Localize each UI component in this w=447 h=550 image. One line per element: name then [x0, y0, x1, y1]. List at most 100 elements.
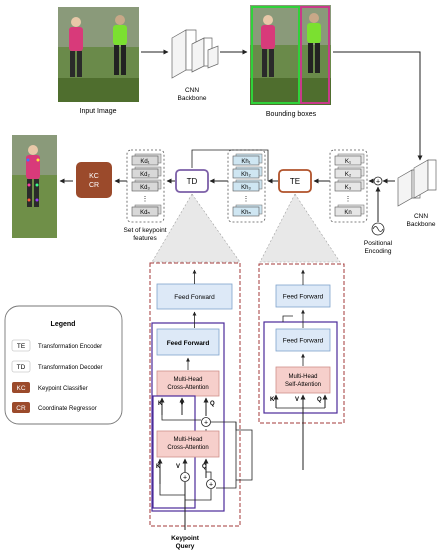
legend-abbr-te: TE: [17, 343, 26, 350]
kc-label: KC: [89, 173, 99, 180]
cnn-backbone-right: [397, 159, 437, 207]
legend-item-td: TD Transformation Decoder: [11, 360, 102, 373]
legend-abbr-kc: KC: [16, 385, 25, 392]
k-token-label: K₁: [345, 159, 351, 165]
decoder-mhca-1: [156, 370, 220, 397]
backbone-right-caption-1: CNN: [414, 213, 428, 220]
kd-token: [131, 206, 159, 217]
line-query-to-sum3: [185, 489, 212, 501]
backbone-top-caption-1: CNN: [185, 87, 199, 94]
decoder-k2: K: [156, 464, 161, 470]
kh-token: [232, 206, 260, 217]
bounding-boxes-image: [250, 5, 331, 105]
k-token: [334, 168, 362, 179]
encoder-v: V: [295, 397, 299, 403]
legend-item-kc: KC Keypoint Classifier: [12, 382, 88, 393]
kh-token-label: Kh₁: [241, 159, 250, 165]
decoder-ff-top-label: Feed Forward: [174, 294, 215, 301]
encoder-mhsa-label-2: Self-Attention: [285, 382, 321, 388]
decoder-q2: Q: [202, 464, 207, 470]
decoder-mhca-2: [156, 430, 220, 458]
decoder-ff-inner: [156, 328, 220, 356]
positional-label-2: Encoding: [364, 248, 391, 255]
keypoint-query-label-1: Keypoint: [171, 535, 200, 542]
output-image: [12, 135, 57, 238]
kd-token: [131, 181, 159, 192]
decoder-mhca1-label-2: Cross-Attention: [167, 385, 208, 391]
decoder-v2: V: [176, 464, 180, 470]
encoder-detail-frame: [258, 263, 345, 424]
td-label: TD: [187, 177, 198, 186]
legend-title: Legend: [51, 321, 76, 328]
decoder-ff-top: [156, 283, 233, 310]
keypoint-features-label-2: features: [133, 235, 157, 242]
legend-abbr-cr: CR: [16, 405, 26, 412]
decoder-layer-outer: [151, 322, 225, 512]
decoder-ff-inner-label: Feed Forward: [167, 340, 210, 347]
encoder-mhsa: [275, 366, 331, 394]
td-block: [175, 169, 209, 193]
bbox-caption: Bounding boxes: [266, 111, 317, 118]
legend-box: [4, 305, 123, 425]
encoder-mhsa-label-1: Multi-Head: [288, 374, 317, 380]
decoder-sum-1-symbol: +: [204, 420, 208, 427]
decoder-sum-1: [201, 417, 211, 427]
sine-wave-icon: [372, 226, 384, 232]
k-stack: K₁ K₂ K₃ Kn ⋮: [334, 153, 365, 217]
kd-token-label: Kd₃: [140, 185, 150, 191]
decoder-sum-3: [206, 479, 216, 489]
k-token-label: K₂: [345, 172, 352, 178]
encoder-ff-inner-label: Feed Forward: [283, 338, 324, 345]
decoder-mhca2-label-2: Cross-Attention: [167, 445, 208, 451]
k-ellipsis: ⋮: [345, 196, 352, 203]
kh-ellipsis: ⋮: [243, 196, 250, 203]
te-label: TE: [290, 177, 300, 186]
kd-stack-container: [126, 149, 165, 223]
k-token: [334, 206, 362, 217]
kd-ellipsis: ⋮: [142, 196, 149, 203]
decoder-sum-2: [180, 472, 190, 482]
k-stack-container: [329, 149, 368, 223]
legend-abbr-td: TD: [17, 364, 26, 371]
kh-token-label: Khₙ: [241, 210, 251, 216]
kh-stack-container: [227, 149, 266, 223]
decoder-detail-frame: [149, 262, 241, 527]
kd-token-label: Kd₂: [140, 172, 150, 178]
legend-text-cr: Coordinate Regressor: [38, 406, 97, 412]
k-token-label: K₃: [345, 185, 352, 191]
legend-item-cr: CR Coordinate Regressor: [12, 402, 97, 413]
kh-token-label: Kh₃: [241, 185, 251, 191]
kd-token-label: Kd₁: [140, 159, 149, 165]
keypoint-features-label-1: Set of keypoint: [124, 227, 167, 234]
decoder-mhca2-label-1: Multi-Head: [173, 437, 202, 443]
k-token-label: Kn: [344, 210, 351, 216]
backbone-right-caption-2: Backbone: [407, 221, 436, 228]
kc-cr-block: [76, 162, 112, 198]
kh-token: [232, 181, 260, 192]
legend-text-td: Transformation Decoder: [38, 365, 102, 371]
decoder-q1: Q: [210, 401, 215, 407]
enc-residual-line: [282, 315, 293, 322]
encoder-ff-top-label: Feed Forward: [283, 294, 324, 301]
kd-token: [131, 168, 159, 179]
kh-token: [232, 155, 260, 166]
input-image: [58, 7, 139, 102]
encoder-k: K: [270, 397, 275, 403]
decoder-sum-2-symbol: +: [183, 475, 187, 482]
k-token: [334, 181, 362, 192]
line-sum3-to-q2: [206, 471, 212, 479]
k-token: [334, 155, 362, 166]
te-zoom-wedge: [259, 193, 341, 263]
legend-text-kc: Keypoint Classifier: [38, 386, 88, 392]
decoder-mhca1-label-1: Multi-Head: [173, 377, 202, 383]
keypoint-query-label-2: Query: [176, 543, 195, 550]
kd-token: [131, 155, 159, 166]
sum-symbol: +: [376, 179, 380, 186]
encoder-ff-inner: [275, 328, 331, 352]
cr-label: CR: [89, 182, 99, 189]
legend-text-te: Transformation Encoder: [38, 344, 102, 350]
encoder-layer-outer: [263, 321, 338, 414]
